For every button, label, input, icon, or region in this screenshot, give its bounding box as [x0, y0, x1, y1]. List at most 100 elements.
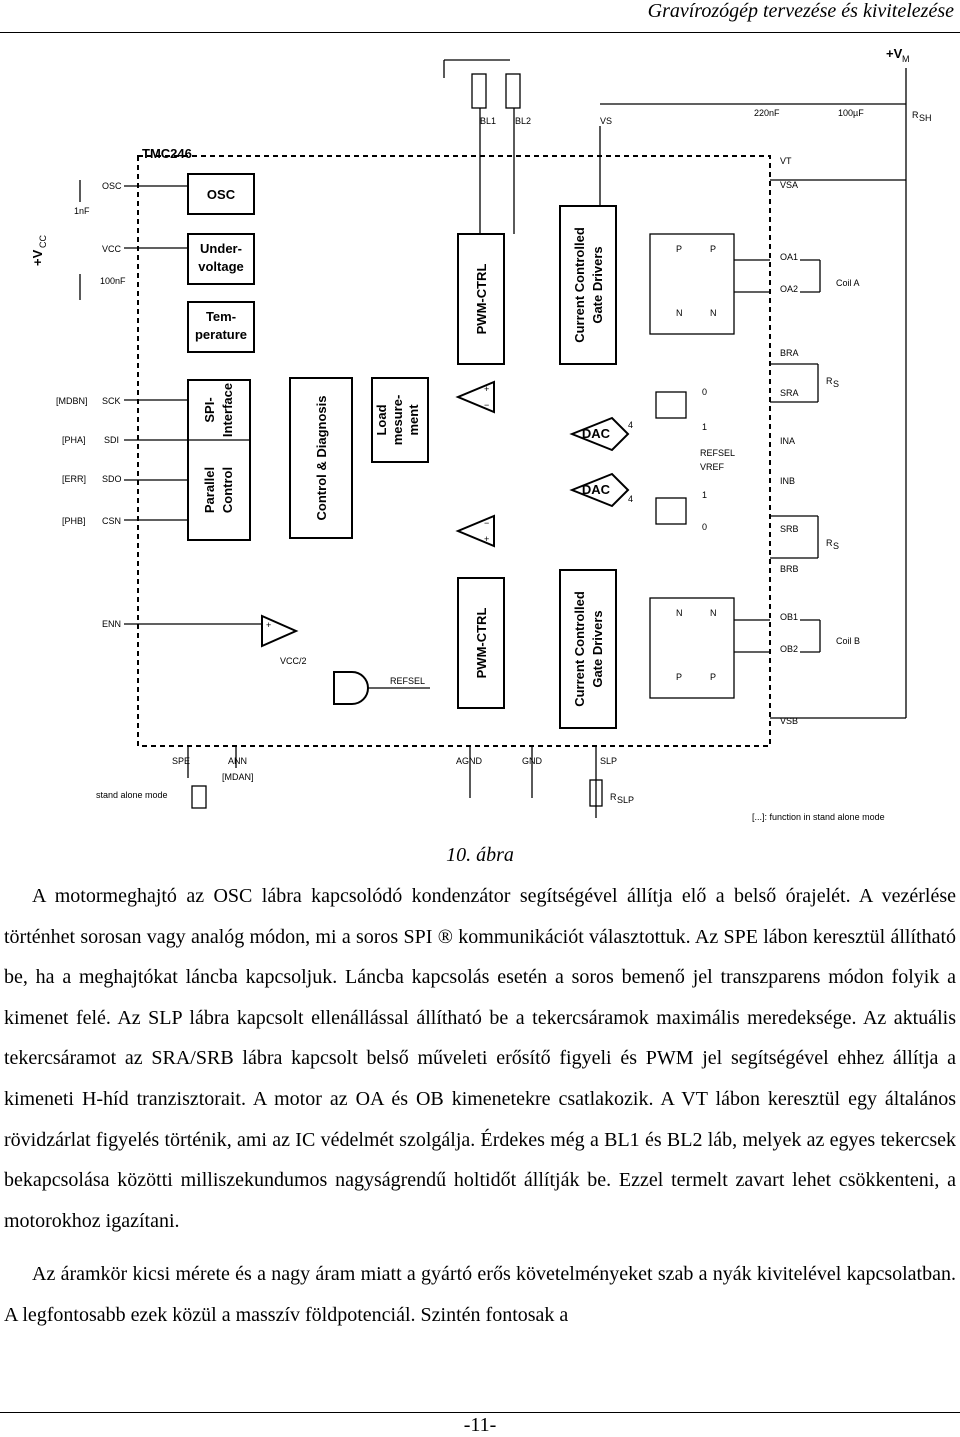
bottom-pins: SPE ANN [MDAN] stand alone mode AGND GND…: [96, 746, 885, 822]
ref-switch-a: [655, 391, 687, 419]
svg-text:[MDBN]: [MDBN]: [56, 396, 88, 406]
vcc-half-label: VCC/2: [280, 656, 307, 666]
svg-text:+: +: [484, 384, 489, 394]
svg-text:S: S: [833, 379, 839, 389]
running-header: Gravírozógép tervezése és kivitelezése: [647, 0, 954, 22]
body-text: A motormeghajtó az OSC lábra kapcsolódó …: [4, 876, 956, 1336]
svg-text:N: N: [710, 608, 717, 618]
paragraph-2: Az áramkör kicsi mérete és a nagy áram m…: [4, 1263, 956, 1326]
svg-text:BRB: BRB: [780, 564, 799, 574]
osc-block-label: OSC: [207, 187, 236, 202]
svg-text:0: 0: [702, 522, 707, 532]
svg-text:INA: INA: [780, 436, 795, 446]
svg-text:BRA: BRA: [780, 348, 799, 358]
svg-text:P: P: [710, 672, 716, 682]
dac-b-block: [569, 472, 630, 508]
coil-a-label: Coil A: [836, 278, 860, 288]
svg-text:SLP: SLP: [617, 795, 634, 805]
vref-label: VREF: [700, 462, 725, 472]
svg-text:N: N: [676, 308, 683, 318]
stand-alone-mode-label: stand alone mode: [96, 790, 168, 800]
temperature-block: [187, 301, 255, 353]
svg-text:OB1: OB1: [780, 612, 798, 622]
spi-label-2: Interface: [220, 383, 235, 437]
header-rule: [0, 32, 960, 33]
svg-text:R: R: [826, 376, 833, 386]
dac-b-bits: 4: [628, 494, 633, 504]
left-pins: OSC VCC SCK SDI SDO CSN ENN [MDBN] [PHA]…: [56, 181, 262, 629]
load-label-2: mesure-: [390, 395, 405, 446]
tmc246-block-diagram: TMC246 OSC Under- voltage Tem- perature …: [30, 46, 932, 822]
svg-text:M: M: [902, 54, 910, 64]
svg-text:OA2: OA2: [780, 284, 798, 294]
h-bridge-a: [649, 233, 735, 335]
parallel-label-2: Control: [220, 467, 235, 513]
function-note: [...]: function in stand alone mode: [752, 812, 885, 822]
svg-text:OSC: OSC: [102, 181, 122, 191]
svg-text:BL2: BL2: [515, 116, 531, 126]
parallel-label-1: Parallel: [202, 467, 217, 513]
svg-text:100nF: 100nF: [100, 276, 126, 286]
comparator-b: [455, 514, 495, 548]
svg-text:1: 1: [702, 422, 707, 432]
dac-a-label: DAC: [582, 426, 611, 441]
gate-drivers-a-block: [559, 205, 617, 365]
svg-text:1nF: 1nF: [74, 206, 90, 216]
control-diagnosis-label: Control & Diagnosis: [314, 396, 329, 521]
pwm-ctrl-b-label: PWM-CTRL: [474, 608, 489, 679]
svg-text:CSN: CSN: [102, 516, 121, 526]
block-diagram-figure: TMC246 OSC Under- voltage Tem- perature …: [0, 38, 960, 838]
svg-text:P: P: [676, 244, 682, 254]
svg-text:[MDAN]: [MDAN]: [222, 772, 254, 782]
svg-text:INB: INB: [780, 476, 795, 486]
svg-text:CC: CC: [38, 235, 48, 248]
svg-text:100µF: 100µF: [838, 108, 864, 118]
spi-label-1: SPI-: [202, 397, 217, 422]
undervoltage-label-2: voltage: [198, 259, 244, 274]
svg-text:SCK: SCK: [102, 396, 121, 406]
refsel-label-bottom: REFSEL: [390, 676, 425, 686]
svg-text:[PHB]: [PHB]: [62, 516, 86, 526]
svg-text:ENN: ENN: [102, 619, 121, 629]
load-measurement-block: [371, 377, 429, 463]
svg-text:P: P: [710, 244, 716, 254]
load-label-1: Load: [374, 404, 389, 435]
svg-text:BL1: BL1: [480, 116, 496, 126]
temperature-label-1: Tem-: [206, 309, 236, 324]
svg-text:R: R: [826, 538, 833, 548]
dac-a-bits: 4: [628, 420, 633, 430]
svg-text:SLP: SLP: [600, 756, 617, 766]
chip-outline: [137, 155, 771, 747]
right-pins: VT VSA OA1 OA2 BRA SRA INA INB SRB BRB O…: [734, 68, 907, 726]
gate-drivers-b-block: [559, 569, 617, 729]
svg-text:220nF: 220nF: [754, 108, 780, 118]
control-diagnosis-block: [289, 377, 353, 539]
svg-text:0: 0: [702, 387, 707, 397]
svg-text:−: −: [484, 518, 489, 528]
load-label-3: ment: [406, 404, 421, 436]
coil-b-label: Coil B: [836, 636, 860, 646]
undervoltage-label-1: Under-: [200, 241, 242, 256]
vcc-supply-label: +V: [30, 249, 45, 266]
svg-text:OA1: OA1: [780, 252, 798, 262]
svg-text:R: R: [912, 110, 919, 120]
paragraph-1: A motormeghajtó az OSC lábra kapcsolódó …: [4, 885, 956, 1232]
dac-b-label: DAC: [582, 482, 611, 497]
svg-text:+: +: [266, 620, 271, 630]
gate-drivers-b-label-1: Current Controlled: [572, 591, 587, 707]
page-number: -11-: [463, 1414, 497, 1436]
svg-text:[PHA]: [PHA]: [62, 435, 86, 445]
vm-supply-label: +V: [886, 46, 903, 61]
svg-text:VT: VT: [780, 156, 792, 166]
dac-a-block: [569, 416, 630, 452]
svg-text:R: R: [610, 792, 617, 802]
spi-parallel-block: [187, 379, 251, 541]
pwm-ctrl-b-block: [457, 577, 505, 709]
svg-text:N: N: [676, 608, 683, 618]
h-bridge-b: [649, 597, 735, 699]
svg-text:SDO: SDO: [102, 474, 122, 484]
svg-text:S: S: [833, 541, 839, 551]
svg-text:ANN: ANN: [228, 756, 247, 766]
svg-text:[ERR]: [ERR]: [62, 474, 86, 484]
vcc-half-comparator: [261, 614, 299, 648]
